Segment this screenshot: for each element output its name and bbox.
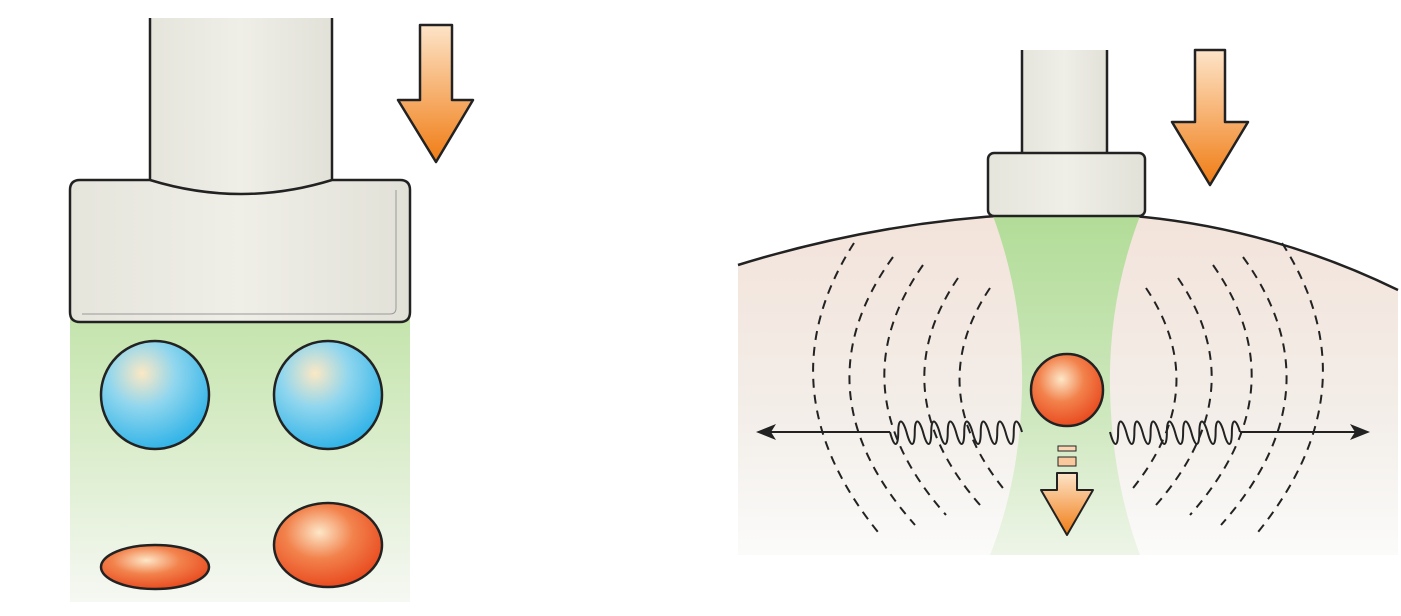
right-arrowhead-icon (1350, 424, 1370, 440)
blue-cell (99, 339, 211, 451)
shear-wave-arc (883, 264, 947, 516)
red-cell (272, 501, 384, 589)
red-cell-flattened (99, 543, 211, 591)
left-shear-wave (889, 420, 1023, 445)
push-arrow-icon (1040, 472, 1094, 536)
blue-cell (272, 339, 384, 451)
motion-dash (1057, 445, 1077, 452)
right-shear-wave (1109, 420, 1241, 445)
shear-wave-arc (1220, 256, 1288, 526)
right-panel (737, 48, 1399, 555)
shear-wave-arcs (812, 242, 1324, 538)
probe-shaft (1020, 50, 1109, 158)
probe-shaft (148, 18, 334, 200)
shear-wave-arc (1155, 277, 1213, 506)
red-cell-target (1029, 352, 1105, 428)
left-panel (68, 18, 475, 602)
left-arrowhead-icon (756, 424, 776, 440)
shear-wave-arc (848, 256, 916, 526)
shear-wave-arc (923, 277, 981, 506)
down-arrow-icon (396, 23, 475, 164)
probe-head (68, 178, 412, 324)
shear-wave-arc (1189, 264, 1253, 516)
motion-dash (1057, 456, 1077, 467)
probe-head (986, 151, 1147, 218)
probe-head-highlight (82, 190, 397, 315)
down-arrow-icon (1170, 48, 1250, 187)
